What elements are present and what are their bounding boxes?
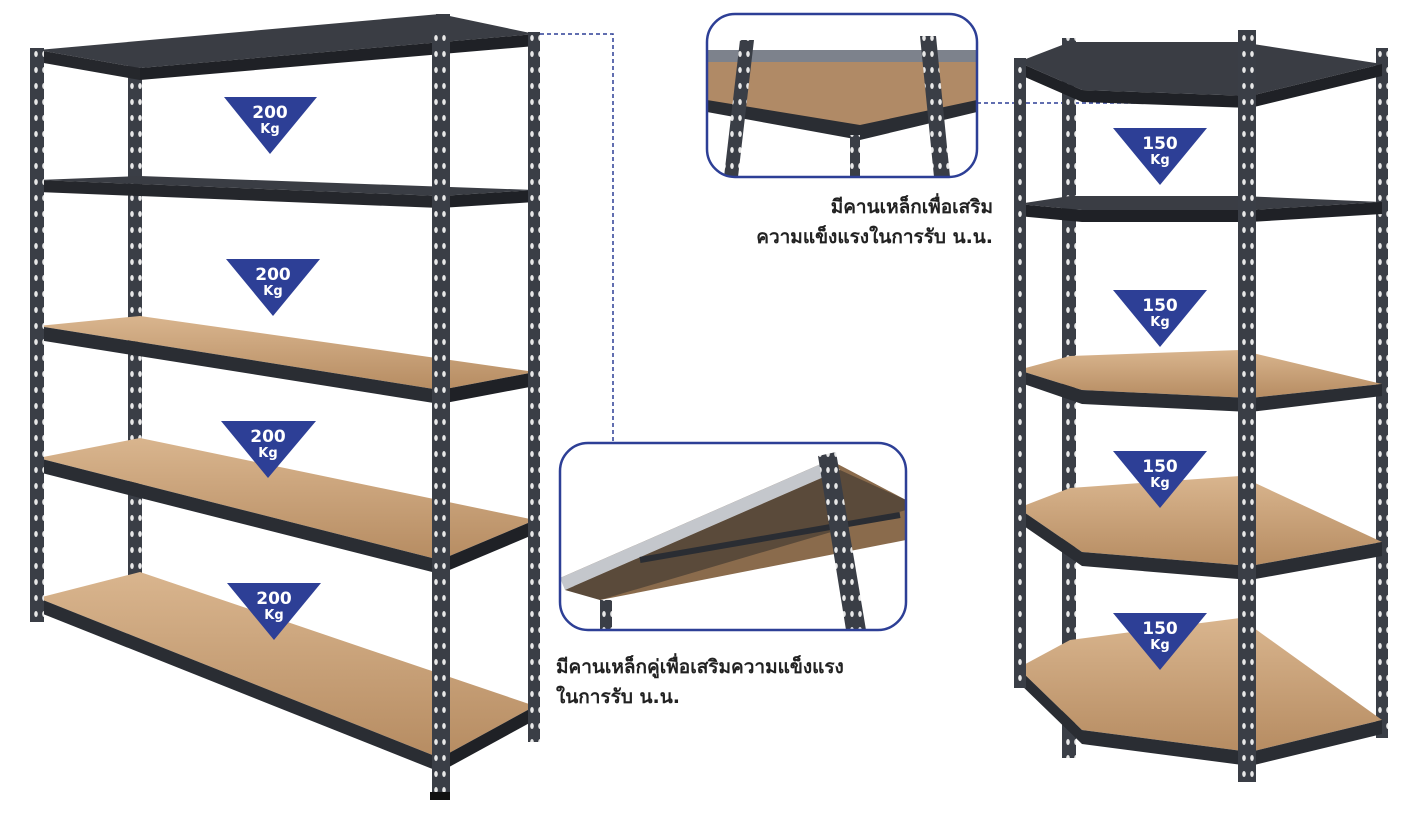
large-shelf-foot [430,792,450,800]
svg-text:200: 200 [255,265,291,285]
callout-double-beam-zoom [558,441,908,632]
corner-shelf-level-3 [1018,350,1382,412]
svg-text:Kg: Kg [1150,315,1169,330]
svg-text:Kg: Kg [258,446,277,461]
capacity-badge-150-2: 150 Kg [1113,290,1207,347]
svg-text:Kg: Kg [263,284,282,299]
svg-text:200: 200 [256,589,292,609]
corner-shelf-left-post [1014,58,1026,688]
svg-text:Kg: Kg [264,608,283,623]
capacity-badge-200-3: 200 Kg [221,421,316,478]
callout-bottom-caption: มีคานเหล็กคู่เพื่อเสริมความแข็งแรง ในการ… [556,652,844,712]
callout-bottom-caption-line-1: มีคานเหล็กคู่เพื่อเสริมความแข็งแรง [556,656,844,678]
svg-text:200: 200 [252,103,288,123]
capacity-badge-200-4: 200 Kg [227,583,321,640]
svg-text:Kg: Kg [1150,153,1169,168]
callout-top-caption-line-2: ความแข็งแรงในการรับ น.น. [756,226,993,248]
svg-text:150: 150 [1142,457,1178,477]
corner-shelf-level-4 [1018,476,1382,580]
svg-text:150: 150 [1142,619,1178,639]
large-shelf-unit: 200 Kg 200 Kg 200 Kg 200 Kg [30,14,540,800]
large-shelf-front-left-post [30,48,44,622]
capacity-badge-150-3: 150 Kg [1113,451,1207,508]
connector-line-large [540,33,614,443]
svg-text:Kg: Kg [1150,476,1169,491]
large-shelf-level-2 [38,176,535,208]
capacity-badge-150-4: 150 Kg [1113,613,1207,670]
capacity-badge-200-1: 200 Kg [224,97,317,154]
large-shelf-side-post [528,32,540,742]
corner-shelf-level-1 [1018,42,1382,108]
callout-top-caption-line-1: มีคานเหล็กเพื่อเสริม [830,196,993,218]
callout-bottom-caption-line-2: ในการรับ น.น. [556,686,680,708]
svg-text:150: 150 [1142,134,1178,154]
svg-text:Kg: Kg [1150,638,1169,653]
callout-single-beam-zoom [705,12,979,179]
corner-shelf-level-2 [1018,196,1382,222]
large-shelf-front-right-post [432,30,450,800]
svg-text:200: 200 [250,427,286,447]
corner-shelf-front-post [1238,30,1256,782]
large-shelf-level-3 [38,316,535,404]
callout-top-caption: มีคานเหล็กเพื่อเสริม ความแข็งแรงในการรับ… [693,192,993,252]
capacity-badge-200-2: 200 Kg [226,259,320,316]
capacity-badge-150-1: 150 Kg [1113,128,1207,185]
large-shelf-level-5 [38,572,535,772]
large-shelf-level-4 [38,438,535,574]
corner-shelf-unit: 150 Kg 150 Kg 150 Kg 150 Kg [1014,30,1388,782]
svg-text:150: 150 [1142,296,1178,316]
corner-shelf-level-5 [1018,618,1382,766]
large-shelf-level-1 [38,14,535,80]
svg-text:Kg: Kg [260,122,279,137]
